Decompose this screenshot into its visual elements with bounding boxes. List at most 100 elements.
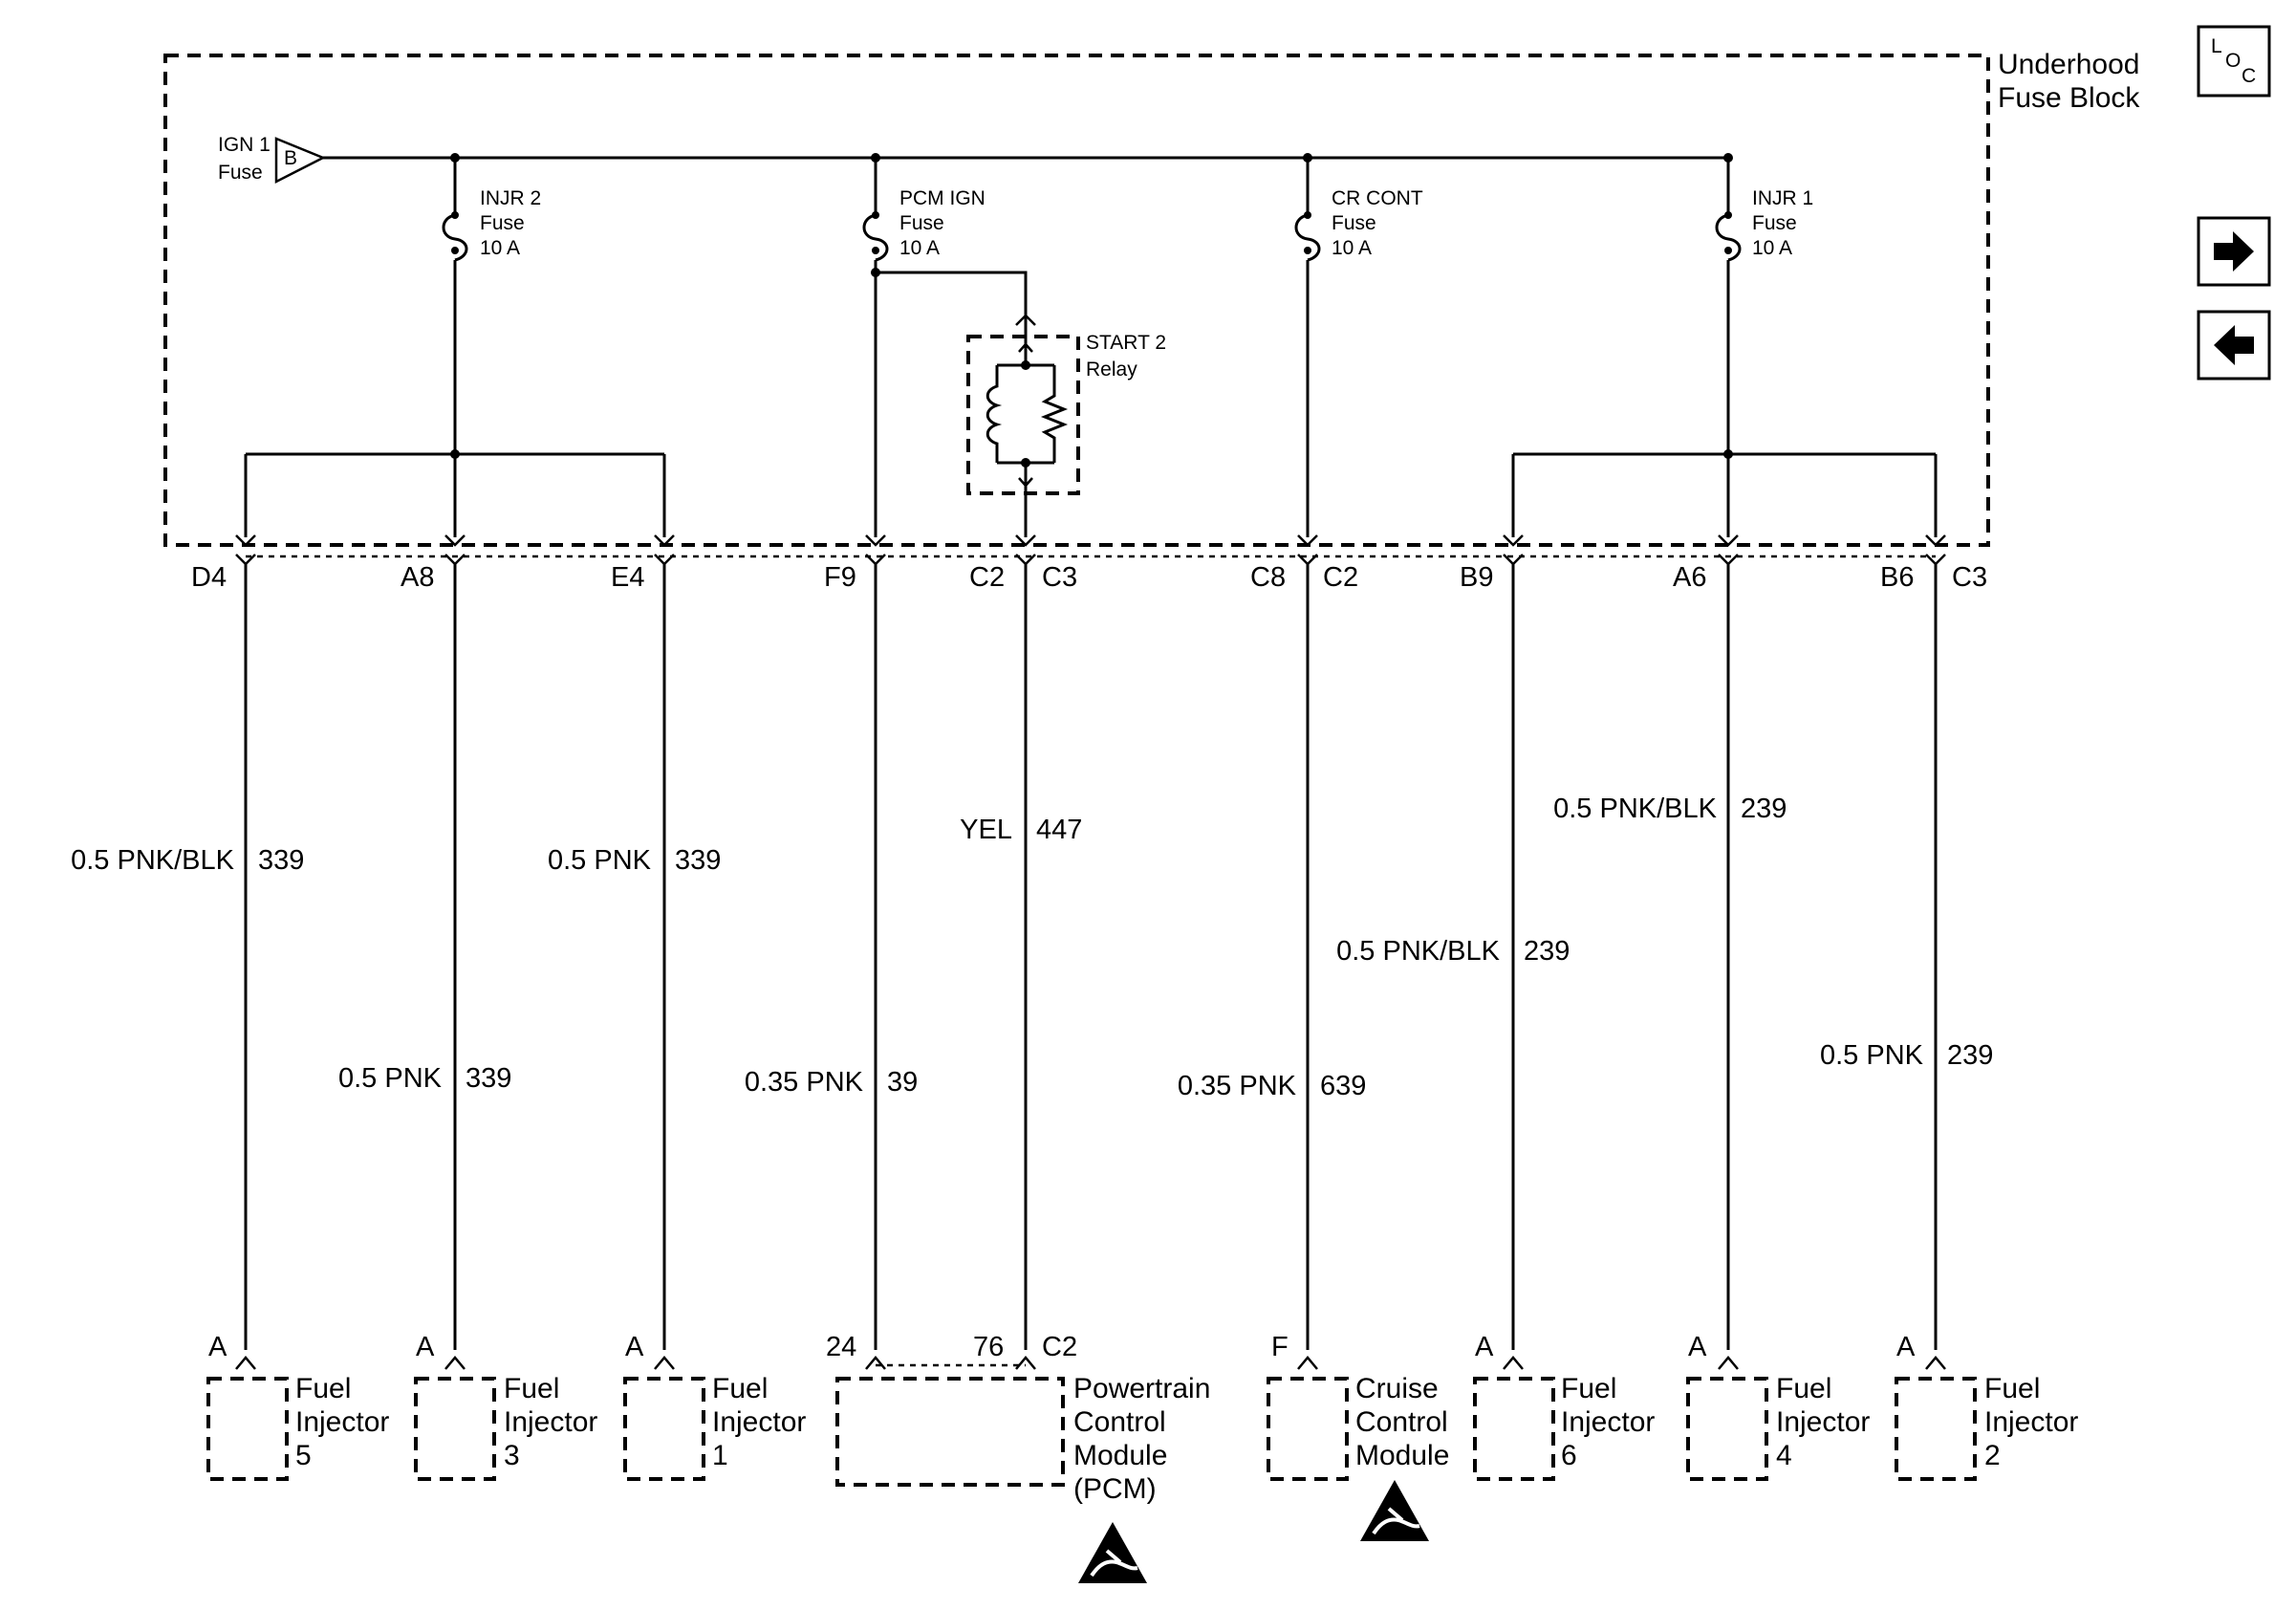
connector-c8: C8 bbox=[1250, 562, 1286, 593]
relay-label-1: START 2 bbox=[1086, 332, 1166, 354]
cruise-control-module: F Cruise Control Module bbox=[1267, 1332, 1449, 1481]
internal-wiring bbox=[244, 260, 1938, 537]
component-label-3: 4 bbox=[1776, 1440, 1792, 1471]
fuse-label: Fuse bbox=[899, 212, 944, 234]
wire-circuit: 339 bbox=[466, 1063, 511, 1094]
connector-c2-cruise: C2 bbox=[1323, 562, 1358, 593]
locator-letter-c: C bbox=[2242, 65, 2256, 87]
ign-connector-icon bbox=[274, 137, 326, 185]
start2-relay: START 2 Relay bbox=[966, 314, 1166, 537]
fuel-injector-5: A Fuel Injector 5 bbox=[206, 1332, 389, 1481]
component-label-3: Module bbox=[1073, 1440, 1167, 1471]
pin-label: A bbox=[208, 1332, 227, 1362]
component-label-3: 5 bbox=[295, 1440, 312, 1471]
locator-letter-l: L bbox=[2211, 35, 2222, 57]
component-label-2: Control bbox=[1355, 1406, 1448, 1438]
pin-label-24: 24 bbox=[826, 1332, 856, 1362]
powertrain-control-module: 24 76 C2 Powertrain Control Module (PCM) bbox=[826, 1332, 1210, 1505]
ign-fuse-label-1: IGN 1 bbox=[218, 134, 271, 156]
connector-f9: F9 bbox=[824, 562, 856, 593]
pin-label: A bbox=[416, 1332, 435, 1362]
connector-a6: A6 bbox=[1673, 562, 1706, 593]
harness-wires bbox=[244, 564, 1938, 1350]
wire-circuit: 639 bbox=[1320, 1071, 1366, 1101]
pin-label: A bbox=[1475, 1332, 1494, 1362]
connector-label: C2 bbox=[1042, 1332, 1077, 1362]
fuse-name: INJR 1 bbox=[1752, 187, 1813, 209]
fuse-rating: 10 A bbox=[1332, 237, 1372, 259]
component-label-4: (PCM) bbox=[1073, 1473, 1157, 1505]
connector-e4: E4 bbox=[611, 562, 644, 593]
wire-circuit: 447 bbox=[1036, 815, 1082, 845]
esd-warning-icon bbox=[1360, 1480, 1429, 1541]
component-label-1: Cruise bbox=[1355, 1373, 1439, 1404]
previous-page-button[interactable] bbox=[2197, 310, 2271, 381]
fuse-label: Fuse bbox=[480, 212, 525, 234]
wire-circuit: 239 bbox=[1741, 794, 1787, 824]
component-label-2: Injector bbox=[1984, 1406, 2078, 1438]
component-locator-button[interactable]: L O C bbox=[2197, 25, 2271, 98]
wire-spec: YEL bbox=[960, 815, 1012, 845]
fuel-injector-2: A Fuel Injector 2 bbox=[1895, 1332, 2078, 1481]
component-label-2: Control bbox=[1073, 1406, 1166, 1438]
component-label-3: Module bbox=[1355, 1440, 1449, 1471]
fuse-label: Fuse bbox=[1752, 212, 1797, 234]
component-label-1: Powertrain bbox=[1073, 1373, 1210, 1404]
component-label-3: 2 bbox=[1984, 1440, 2001, 1471]
fuse-injr2: INJR 2 Fuse 10 A bbox=[442, 158, 541, 262]
pin-label: A bbox=[625, 1332, 644, 1362]
fuse-block-title-2: Fuse Block bbox=[1998, 82, 2140, 114]
component-label-1: Fuel bbox=[295, 1373, 351, 1404]
component-label-3: 3 bbox=[504, 1440, 520, 1471]
ign-connector-label: B bbox=[284, 147, 297, 169]
component-connector-marks bbox=[235, 1356, 1946, 1370]
fuse-rating: 10 A bbox=[1752, 237, 1792, 259]
esd-warning-icon bbox=[1078, 1522, 1147, 1583]
wire-spec: 0.5 PNK bbox=[1820, 1040, 1924, 1071]
component-label-2: Injector bbox=[712, 1406, 806, 1438]
fuse-name: INJR 2 bbox=[480, 187, 541, 209]
wire-spec: 0.35 PNK bbox=[1178, 1071, 1297, 1101]
pin-label-76: 76 bbox=[973, 1332, 1004, 1362]
ign-fuse-label-2: Fuse bbox=[218, 162, 263, 184]
wire-circuit: 339 bbox=[675, 845, 721, 876]
wire-spec: 0.5 PNK/BLK bbox=[1336, 936, 1501, 967]
component-label-1: Fuel bbox=[1561, 1373, 1616, 1404]
pin-label: A bbox=[1688, 1332, 1707, 1362]
fuse-block-title-1: Underhood bbox=[1998, 49, 2139, 80]
fuel-injector-3: A Fuel Injector 3 bbox=[414, 1332, 597, 1481]
relay-label-2: Relay bbox=[1086, 359, 1137, 381]
next-page-button[interactable] bbox=[2197, 216, 2271, 287]
pin-label: A bbox=[1896, 1332, 1916, 1362]
wire-circuit: 239 bbox=[1524, 936, 1570, 967]
fuse-pcm-ign: PCM IGN Fuse 10 A bbox=[862, 158, 986, 262]
connector-b6: B6 bbox=[1880, 562, 1914, 593]
fuse-rating: 10 A bbox=[480, 237, 520, 259]
arrow-right-icon bbox=[2214, 231, 2254, 272]
component-label-2: Injector bbox=[295, 1406, 389, 1438]
fuse-injr1: INJR 1 Fuse 10 A bbox=[1715, 158, 1813, 262]
wire-spec: 0.5 PNK/BLK bbox=[1553, 794, 1718, 824]
wire-spec: 0.5 PNK bbox=[338, 1063, 443, 1094]
connector-c2-relay: C2 bbox=[969, 562, 1005, 593]
component-label-3: 6 bbox=[1561, 1440, 1577, 1471]
fuel-injector-1: A Fuel Injector 1 bbox=[623, 1332, 806, 1481]
wire-spec: 0.5 PNK bbox=[548, 845, 652, 876]
wire-circuit: 339 bbox=[258, 845, 304, 876]
connector-c3-relay: C3 bbox=[1042, 562, 1077, 593]
fuse-label: Fuse bbox=[1332, 212, 1376, 234]
component-label-2: Injector bbox=[1561, 1406, 1655, 1438]
fuel-injector-4: A Fuel Injector 4 bbox=[1686, 1332, 1870, 1481]
connector-a8: A8 bbox=[401, 562, 434, 593]
fuel-injector-6: A Fuel Injector 6 bbox=[1473, 1332, 1655, 1481]
wire-spec: 0.5 PNK/BLK bbox=[71, 845, 235, 876]
fuse-name: PCM IGN bbox=[899, 187, 986, 209]
fuse-cr-cont: CR CONT Fuse 10 A bbox=[1294, 158, 1423, 262]
component-label-2: Injector bbox=[1776, 1406, 1870, 1438]
component-label-3: 1 bbox=[712, 1440, 728, 1471]
pin-label: F bbox=[1271, 1332, 1289, 1362]
connector-c3-right: C3 bbox=[1952, 562, 1987, 593]
component-label-1: Fuel bbox=[1776, 1373, 1831, 1404]
locator-letter-o: O bbox=[2225, 50, 2241, 72]
